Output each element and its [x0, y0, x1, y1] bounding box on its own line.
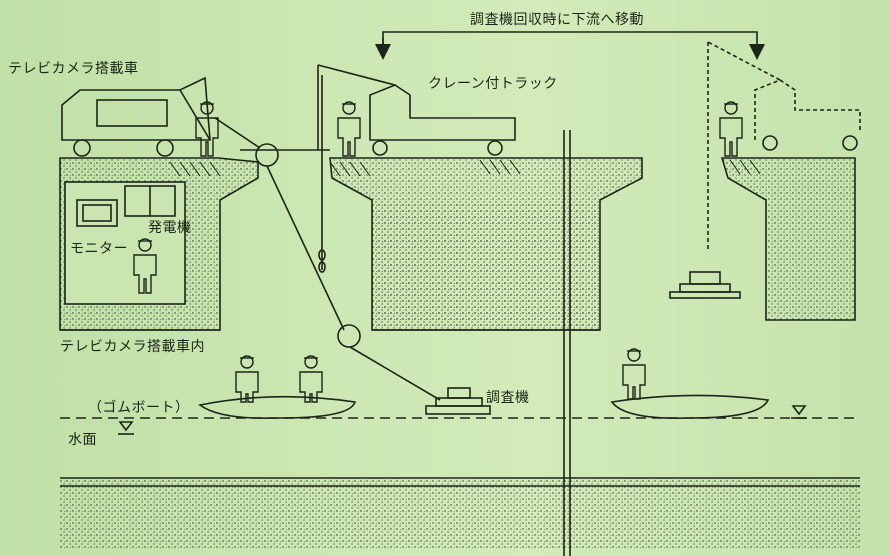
- worker-figure: [133, 238, 157, 294]
- ground-right: [720, 157, 856, 321]
- worker-figure: [299, 355, 323, 403]
- label-generator: 発電機: [148, 220, 192, 236]
- rubber-boat-right: [610, 394, 770, 419]
- lower-pulley: [337, 324, 361, 348]
- monitor-device: [76, 199, 118, 227]
- label-water-surface: 水面: [68, 432, 97, 448]
- worker-figure: [235, 355, 259, 403]
- crane-truck-downstream: [707, 41, 861, 250]
- label-inspector: 調査機: [486, 390, 530, 406]
- move-arrow: [382, 31, 765, 60]
- worker-figure: [195, 101, 219, 157]
- label-monitor: モニター: [70, 241, 128, 257]
- hook-chain: [318, 249, 326, 273]
- ground-bottom: [60, 478, 860, 548]
- label-crane-truck: クレーン付トラック: [428, 76, 558, 92]
- worker-figure: [719, 101, 743, 157]
- label-tv-car: テレビカメラ搭載車: [8, 61, 139, 77]
- inspection-device: [425, 387, 491, 415]
- crane-truck: [317, 64, 516, 270]
- inspector-hanging: [669, 271, 741, 299]
- label-rubber-boat: （ゴムボート）: [88, 400, 190, 416]
- label-tv-car-inside: テレビカメラ搭載車内: [60, 339, 205, 355]
- worker-figure: [622, 348, 646, 400]
- rubber-boat: [198, 395, 357, 420]
- label-move-note: 調査機回収時に下流へ移動: [470, 12, 644, 28]
- tv-camera-truck: [61, 76, 211, 157]
- worker-figure: [337, 101, 361, 157]
